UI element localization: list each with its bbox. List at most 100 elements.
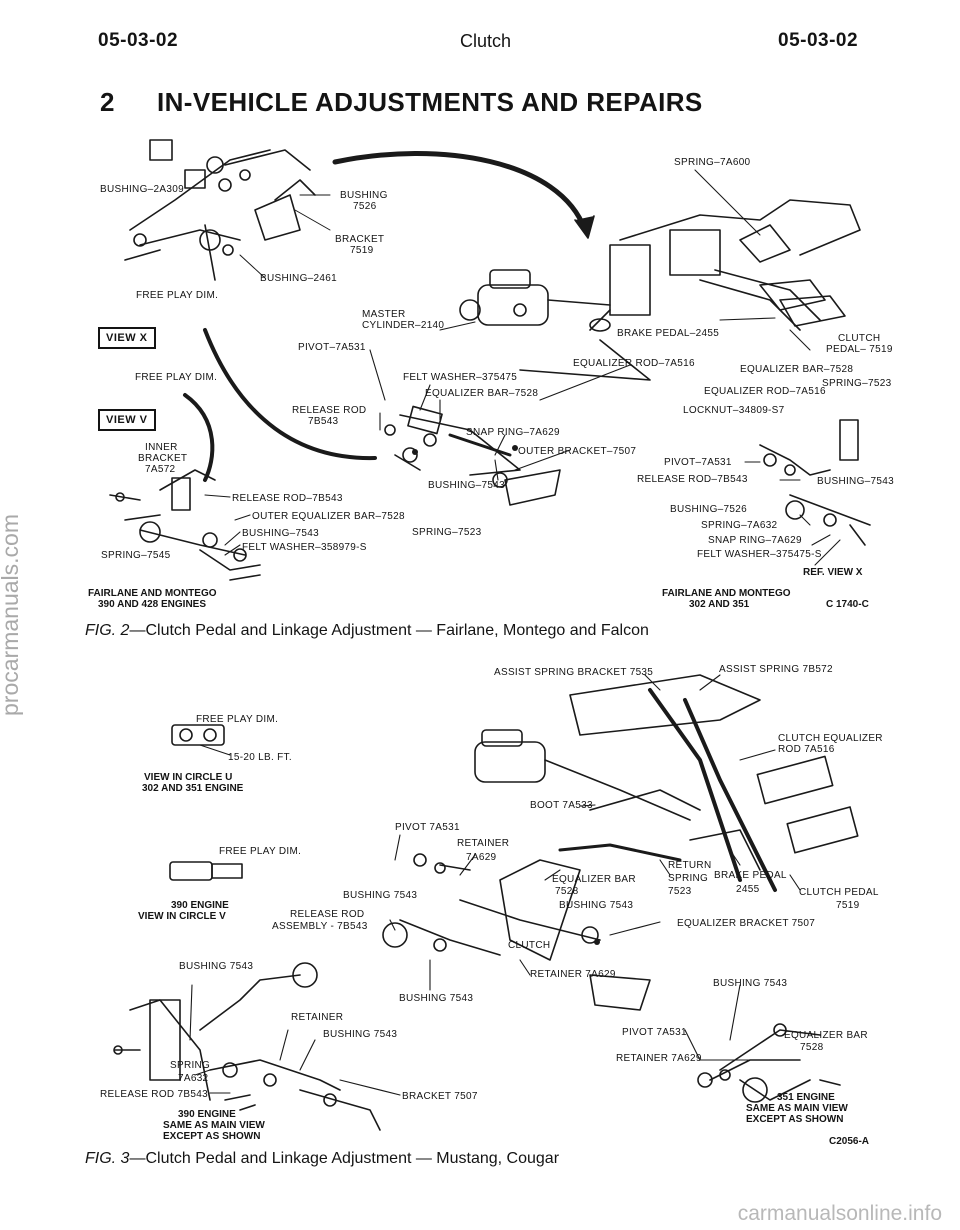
- label-bushing-7543-left: BUSHING–7543: [242, 528, 319, 539]
- label-assist-spring-bracket: ASSIST SPRING BRACKET 7535: [494, 667, 654, 678]
- label-r-locknut: LOCKNUT–34809-S7: [683, 405, 785, 416]
- fig2-caption-text: —Clutch Pedal and Linkage Adjustment — F…: [129, 622, 649, 639]
- label-bushing-7526: BUSHING: [340, 190, 388, 201]
- fig3-390-detail: [113, 962, 381, 1131]
- fig3-circle-v-detail: [169, 861, 243, 881]
- fig2-right-caption-engines: 302 AND 351: [689, 599, 750, 610]
- label-bushing-7543-b: BUSHING 7543: [559, 900, 634, 911]
- label-bracket-7519-number: 7519: [350, 245, 374, 256]
- fig2-left-caption-engines: 390 AND 428 ENGINES: [98, 599, 207, 610]
- label-brake-pedal-number: 2455: [736, 884, 760, 895]
- label-return-spring-2: SPRING: [668, 873, 709, 884]
- label-boot: BOOT 7A533: [530, 800, 593, 811]
- fig3-right-caption: 351 ENGINE: [777, 1092, 835, 1103]
- fig2-equalizer-bar: [384, 405, 561, 506]
- label-r-spring-7523: SPRING–7523: [822, 378, 892, 389]
- label-bushing-7526-number: 7526: [353, 201, 377, 212]
- label-equalizer-rod-7a516: EQUALIZER ROD–7A516: [573, 358, 695, 369]
- label-master-cylinder: MASTER: [362, 309, 406, 320]
- label-bushing-7543-e: BUSHING 7543: [323, 1029, 398, 1040]
- label-pivot: PIVOT 7A531: [395, 822, 460, 833]
- label-assist-spring: ASSIST SPRING 7B572: [719, 664, 833, 675]
- fig3-left-caption: 390 ENGINE: [178, 1109, 236, 1120]
- label-free-play-view-v: FREE PLAY DIM.: [135, 372, 218, 383]
- label-bracket-7507: BRACKET 7507: [402, 1091, 478, 1102]
- fig2-detail-top-left: [124, 139, 331, 281]
- label-bushing-7543-c: BUSHING 7543: [179, 961, 254, 972]
- label-clutch-pedal-number: PEDAL– 7519: [826, 344, 893, 355]
- label-inner-bracket: INNER: [145, 442, 178, 453]
- label-clutch-equalizer-rod-number: ROD 7A516: [778, 744, 835, 755]
- label-spring-7a632-number: 7A632: [178, 1073, 209, 1084]
- label-release-rod: RELEASE ROD: [292, 405, 367, 416]
- fig3-circle-u-detail: [171, 724, 231, 756]
- label-release-rod-number: 7B543: [308, 416, 339, 427]
- fig2-right-caption: FAIRLANE AND MONTEGO: [662, 588, 791, 599]
- label-bushing-7543: BUSHING–7543: [428, 480, 505, 491]
- fig2-caption: FIG. 2—Clutch Pedal and Linkage Adjustme…: [85, 622, 649, 640]
- label-bushing-2461: BUSHING–2461: [260, 273, 337, 284]
- fig2-ref-view-x: [759, 419, 871, 546]
- label-equalizer-bar-7528: EQUALIZER BAR–7528: [425, 388, 539, 399]
- sweep-arrow-view-v: [183, 393, 215, 482]
- label-brake-pedal: BRAKE PEDAL: [714, 870, 787, 881]
- fig3-caption: FIG. 3—Clutch Pedal and Linkage Adjustme…: [85, 1150, 559, 1168]
- fig2-master-cylinder: [459, 269, 611, 326]
- label-bushing-7543-d: BUSHING 7543: [399, 993, 474, 1004]
- label-felt-washer-358979: FELT WASHER–358979-S: [242, 542, 367, 553]
- label-master-cylinder-number: CYLINDER–2140: [362, 320, 445, 331]
- label-outer-equalizer-bar: OUTER EQUALIZER BAR–7528: [252, 511, 405, 522]
- label-spring-7a632: SPRING: [170, 1060, 211, 1071]
- fig3-right-caption-2: SAME AS MAIN VIEW: [746, 1103, 848, 1114]
- fig2-detail-bottom-left: [109, 469, 261, 581]
- fig3-left-caption-2: SAME AS MAIN VIEW: [163, 1120, 265, 1131]
- fig2-code: C 1740-C: [826, 599, 869, 610]
- fig3-leaders: [189, 674, 801, 1096]
- fig3-main-drawing: [382, 674, 859, 1011]
- side-watermark: procarmanuals.com: [0, 514, 23, 716]
- label-release-rod-7b543: RELEASE ROD–7B543: [232, 493, 343, 504]
- label-clutch-equalizer-rod: CLUTCH EQUALIZER: [778, 733, 883, 744]
- fig3-code: C2056-A: [829, 1136, 870, 1147]
- label-view-circle-v: VIEW IN CIRCLE V: [138, 911, 226, 922]
- label-release-rod-assembly-number: ASSEMBLY - 7B543: [272, 921, 368, 932]
- label-bushing-7543-right: BUSHING 7543: [713, 978, 788, 989]
- label-ref-view-x: REF. VIEW X: [803, 567, 863, 578]
- label-390-engine-circle-v: 390 ENGINE: [171, 900, 229, 911]
- label-retainer-number: 7A629: [466, 852, 497, 863]
- label-view-circle-u-engine: 302 AND 351 ENGINE: [142, 783, 244, 794]
- page-number-right: 05-03-02: [778, 30, 859, 51]
- label-equalizer-bar-number: 7528: [555, 886, 579, 897]
- label-spring-7545: SPRING–7545: [101, 550, 171, 561]
- label-retainer-left: RETAINER: [291, 1012, 344, 1023]
- label-return-spring: RETURN: [668, 860, 712, 871]
- sweep-arrow-top: [332, 151, 588, 233]
- fig3-caption-text: —Clutch Pedal and Linkage Adjustment — M…: [129, 1150, 560, 1167]
- label-r-bushing-7543: BUSHING–7543: [817, 476, 894, 487]
- label-r-spring-7a632: SPRING–7A632: [701, 520, 778, 531]
- fig2-caption-number: FIG. 2: [85, 622, 130, 639]
- fig2-leaders: [204, 169, 841, 566]
- label-view-circle-u: VIEW IN CIRCLE U: [144, 772, 233, 783]
- label-r-pivot: PIVOT–7A531: [664, 457, 732, 468]
- label-release-rod-assembly: RELEASE ROD: [290, 909, 365, 920]
- label-pivot-7a531: PIVOT–7A531: [298, 342, 366, 353]
- label-outer-bracket: OUTER BRACKET–7507: [518, 446, 637, 457]
- fig3-caption-number: FIG. 3: [85, 1150, 130, 1167]
- label-r-equalizer-bar: EQUALIZER BAR–7528: [740, 364, 854, 375]
- label-snap-ring: SNAP RING–7A629: [466, 427, 560, 438]
- label-equalizer-bar-right-number: 7528: [800, 1042, 824, 1053]
- label-equalizer-bar: EQUALIZER BAR: [552, 874, 636, 885]
- label-pivot-7a531: PIVOT 7A531: [622, 1027, 687, 1038]
- label-bushing-7543-a: BUSHING 7543: [343, 890, 418, 901]
- label-return-spring-number: 7523: [668, 886, 692, 897]
- label-free-play-u: FREE PLAY DIM.: [196, 714, 279, 725]
- label-bushing-2a309: BUSHING–2A309: [100, 184, 184, 195]
- label-clutch-pedal: CLUTCH: [838, 333, 881, 344]
- label-retainer-7a629: RETAINER 7A629: [530, 969, 616, 980]
- label-free-play-view-x: FREE PLAY DIM.: [136, 290, 219, 301]
- label-bracket-7519: BRACKET: [335, 234, 385, 245]
- label-clutch-pedal: CLUTCH PEDAL: [799, 887, 879, 898]
- label-r-release-rod: RELEASE ROD–7B543: [637, 474, 748, 485]
- header-section-title: Clutch: [460, 31, 512, 51]
